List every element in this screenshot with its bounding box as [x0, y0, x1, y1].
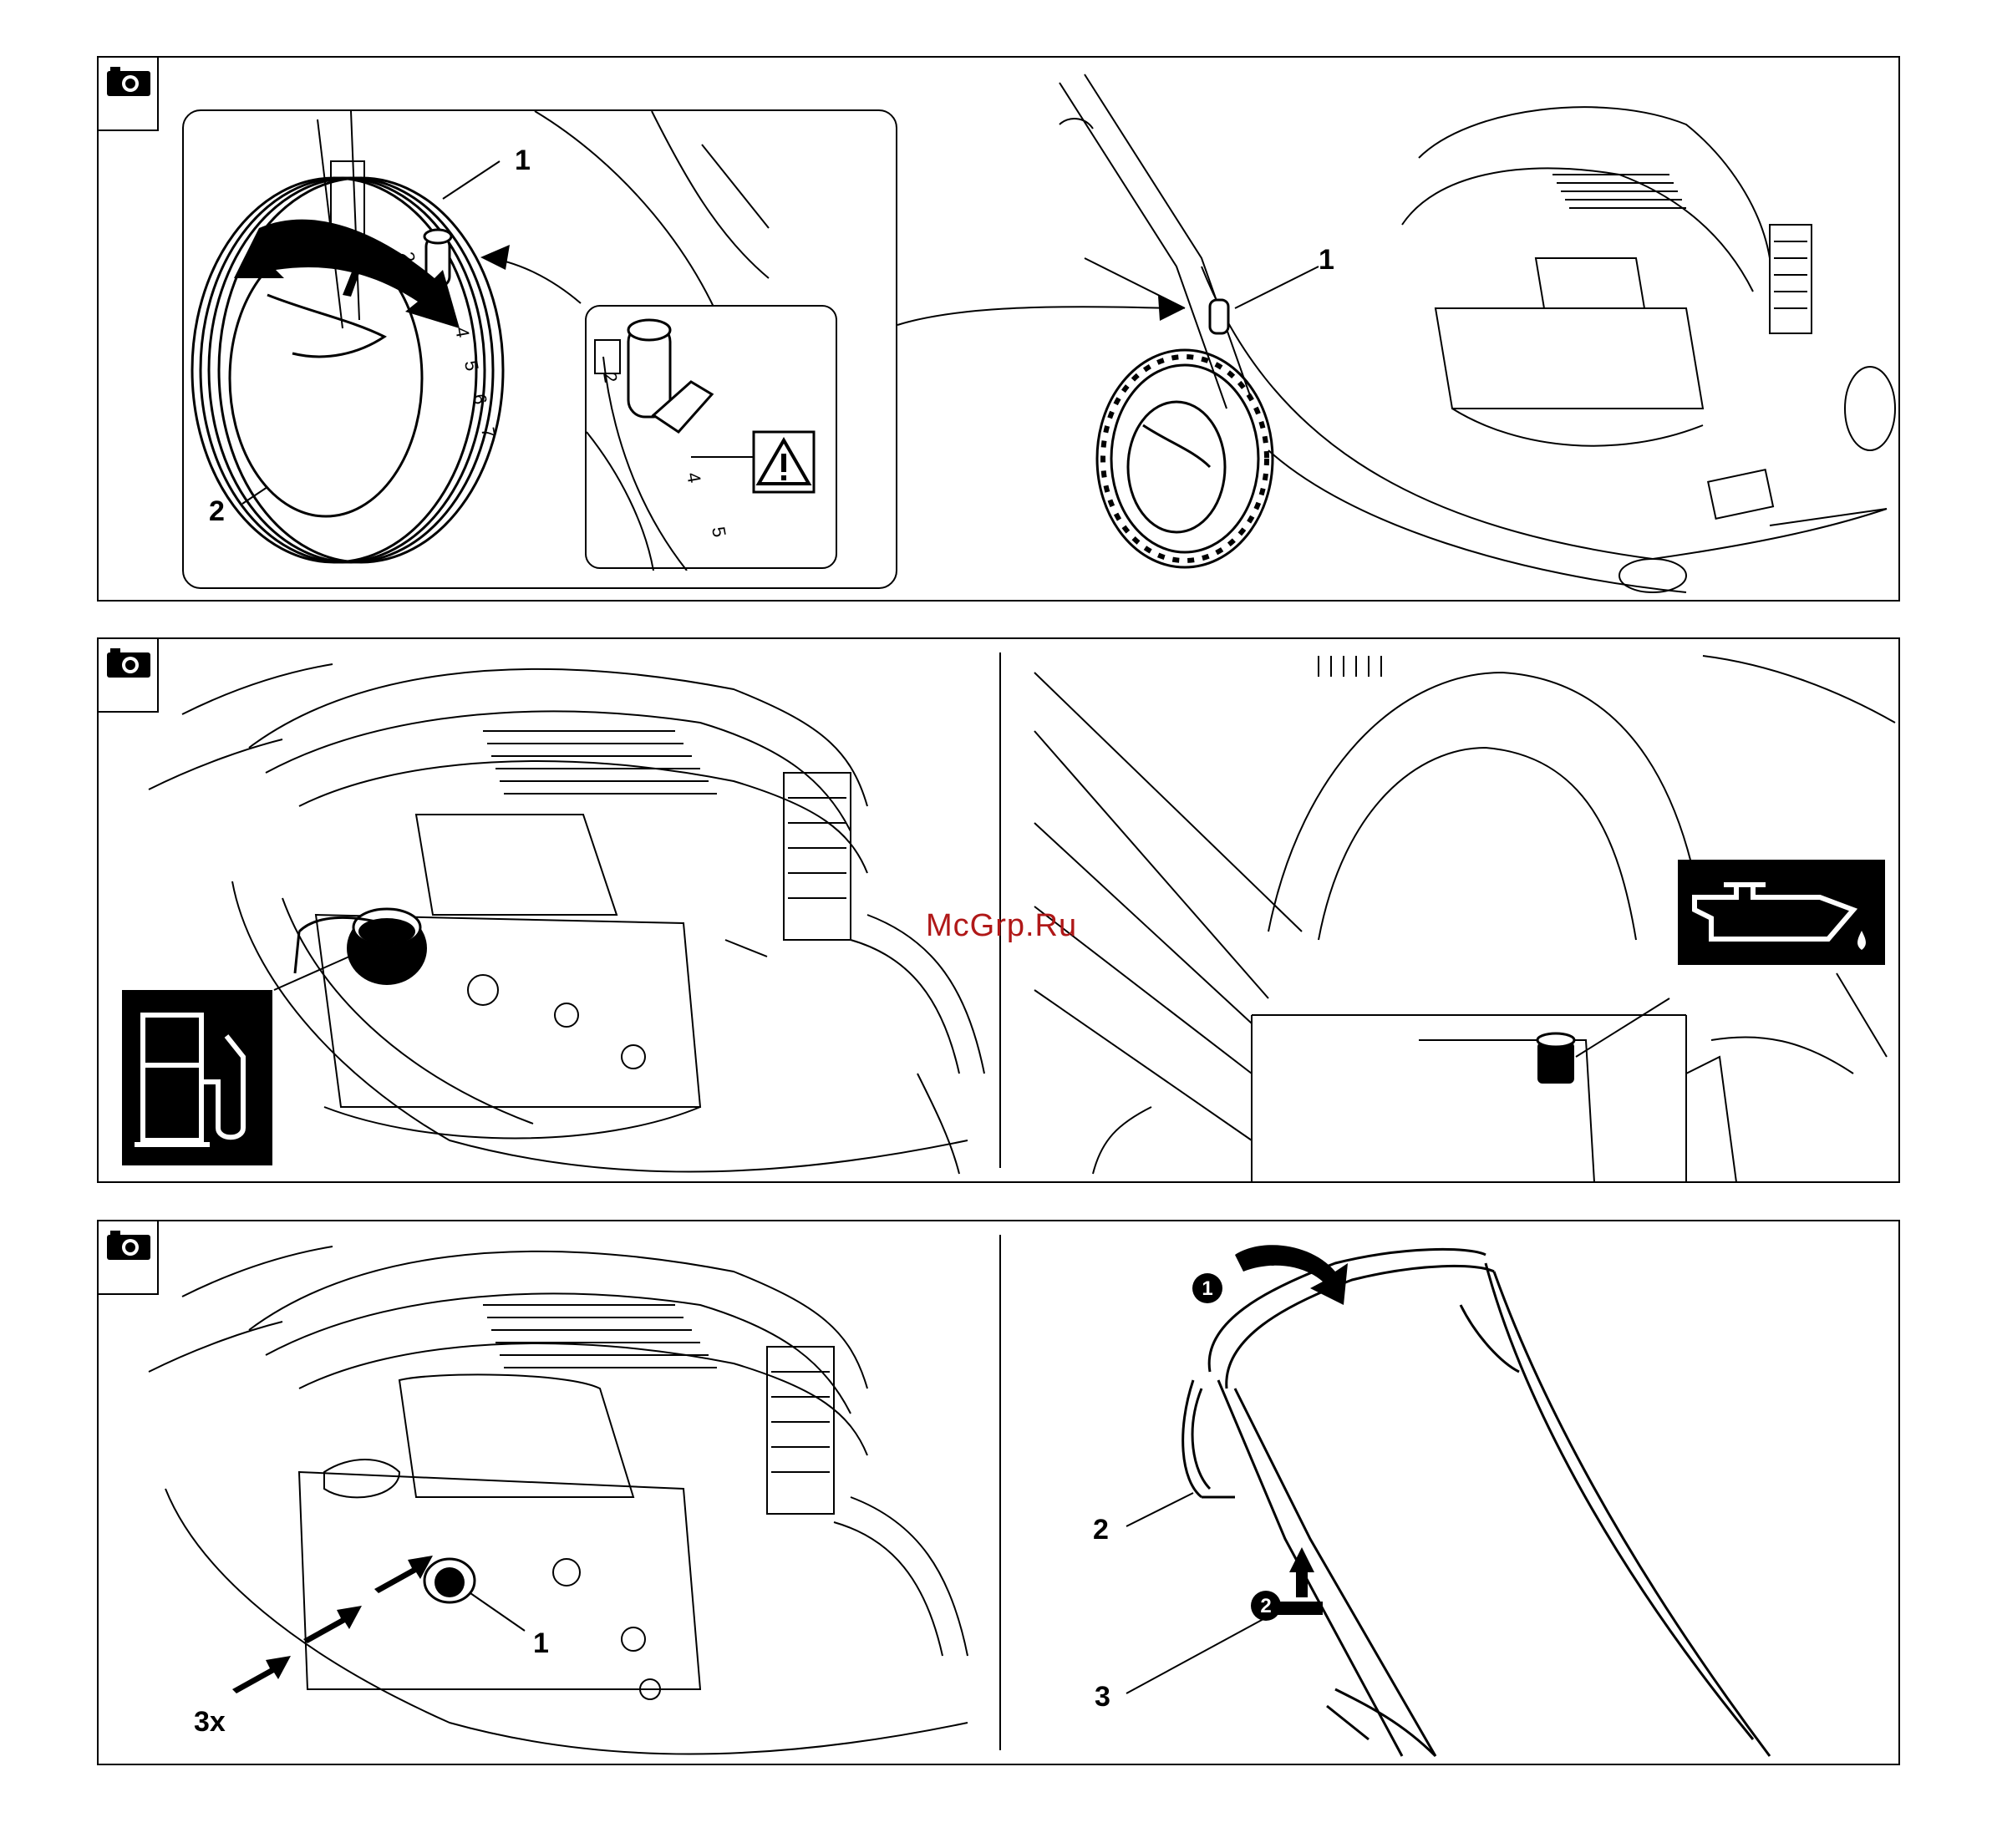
callout-2: 2 [209, 497, 225, 525]
front-wheel [1097, 350, 1273, 567]
lever-detail-inset: 2 4 5 [585, 305, 837, 569]
inset-scale-number: 5 [708, 525, 730, 539]
callout-1-main: 1 [1319, 246, 1334, 274]
inset-scale-number: 4 [683, 471, 705, 485]
engine-primer-illustration [99, 1221, 999, 1767]
panel-divider [999, 1235, 1001, 1750]
panel-fuel-oil: McGrp.Ru [97, 637, 1900, 1183]
oil-can-icon [1678, 860, 1885, 965]
scale-number: 4 [451, 326, 474, 339]
oil-cap [1537, 1033, 1574, 1084]
step-1-number: 1 [1202, 1277, 1212, 1300]
wheel-detail-inset: 2 4 5 6 7 1 2 [182, 109, 897, 589]
step-number-icon [1192, 1273, 1281, 1621]
callout-2: 2 [1093, 1515, 1109, 1544]
fuel-pump-icon [122, 990, 272, 1165]
primer-bulb [424, 1559, 475, 1602]
callout-1: 1 [515, 146, 531, 175]
camera-marker [99, 58, 159, 131]
camera-icon [105, 64, 152, 98]
callout-1: 1 [533, 1629, 549, 1658]
press-count-label: 3x [194, 1708, 226, 1736]
scale-number: 7 [477, 426, 500, 439]
scale-number: 5 [460, 359, 483, 373]
step-2-number: 2 [1260, 1595, 1271, 1617]
rotate-arrow-1 [1235, 1245, 1348, 1305]
push-arrows [232, 1556, 433, 1693]
inset-scale-number: 2 [599, 371, 622, 384]
pull-arrow-2 [1289, 1547, 1314, 1597]
callout-3: 3 [1095, 1683, 1110, 1711]
panel-primer-start: 1 3x 1 2 [97, 1220, 1900, 1765]
panel-height-adjust: 2 4 5 6 7 1 2 [97, 56, 1900, 602]
watermark: McGrp.Ru [926, 908, 1077, 944]
fuel-cap [347, 909, 427, 985]
scale-number: 6 [469, 393, 491, 406]
